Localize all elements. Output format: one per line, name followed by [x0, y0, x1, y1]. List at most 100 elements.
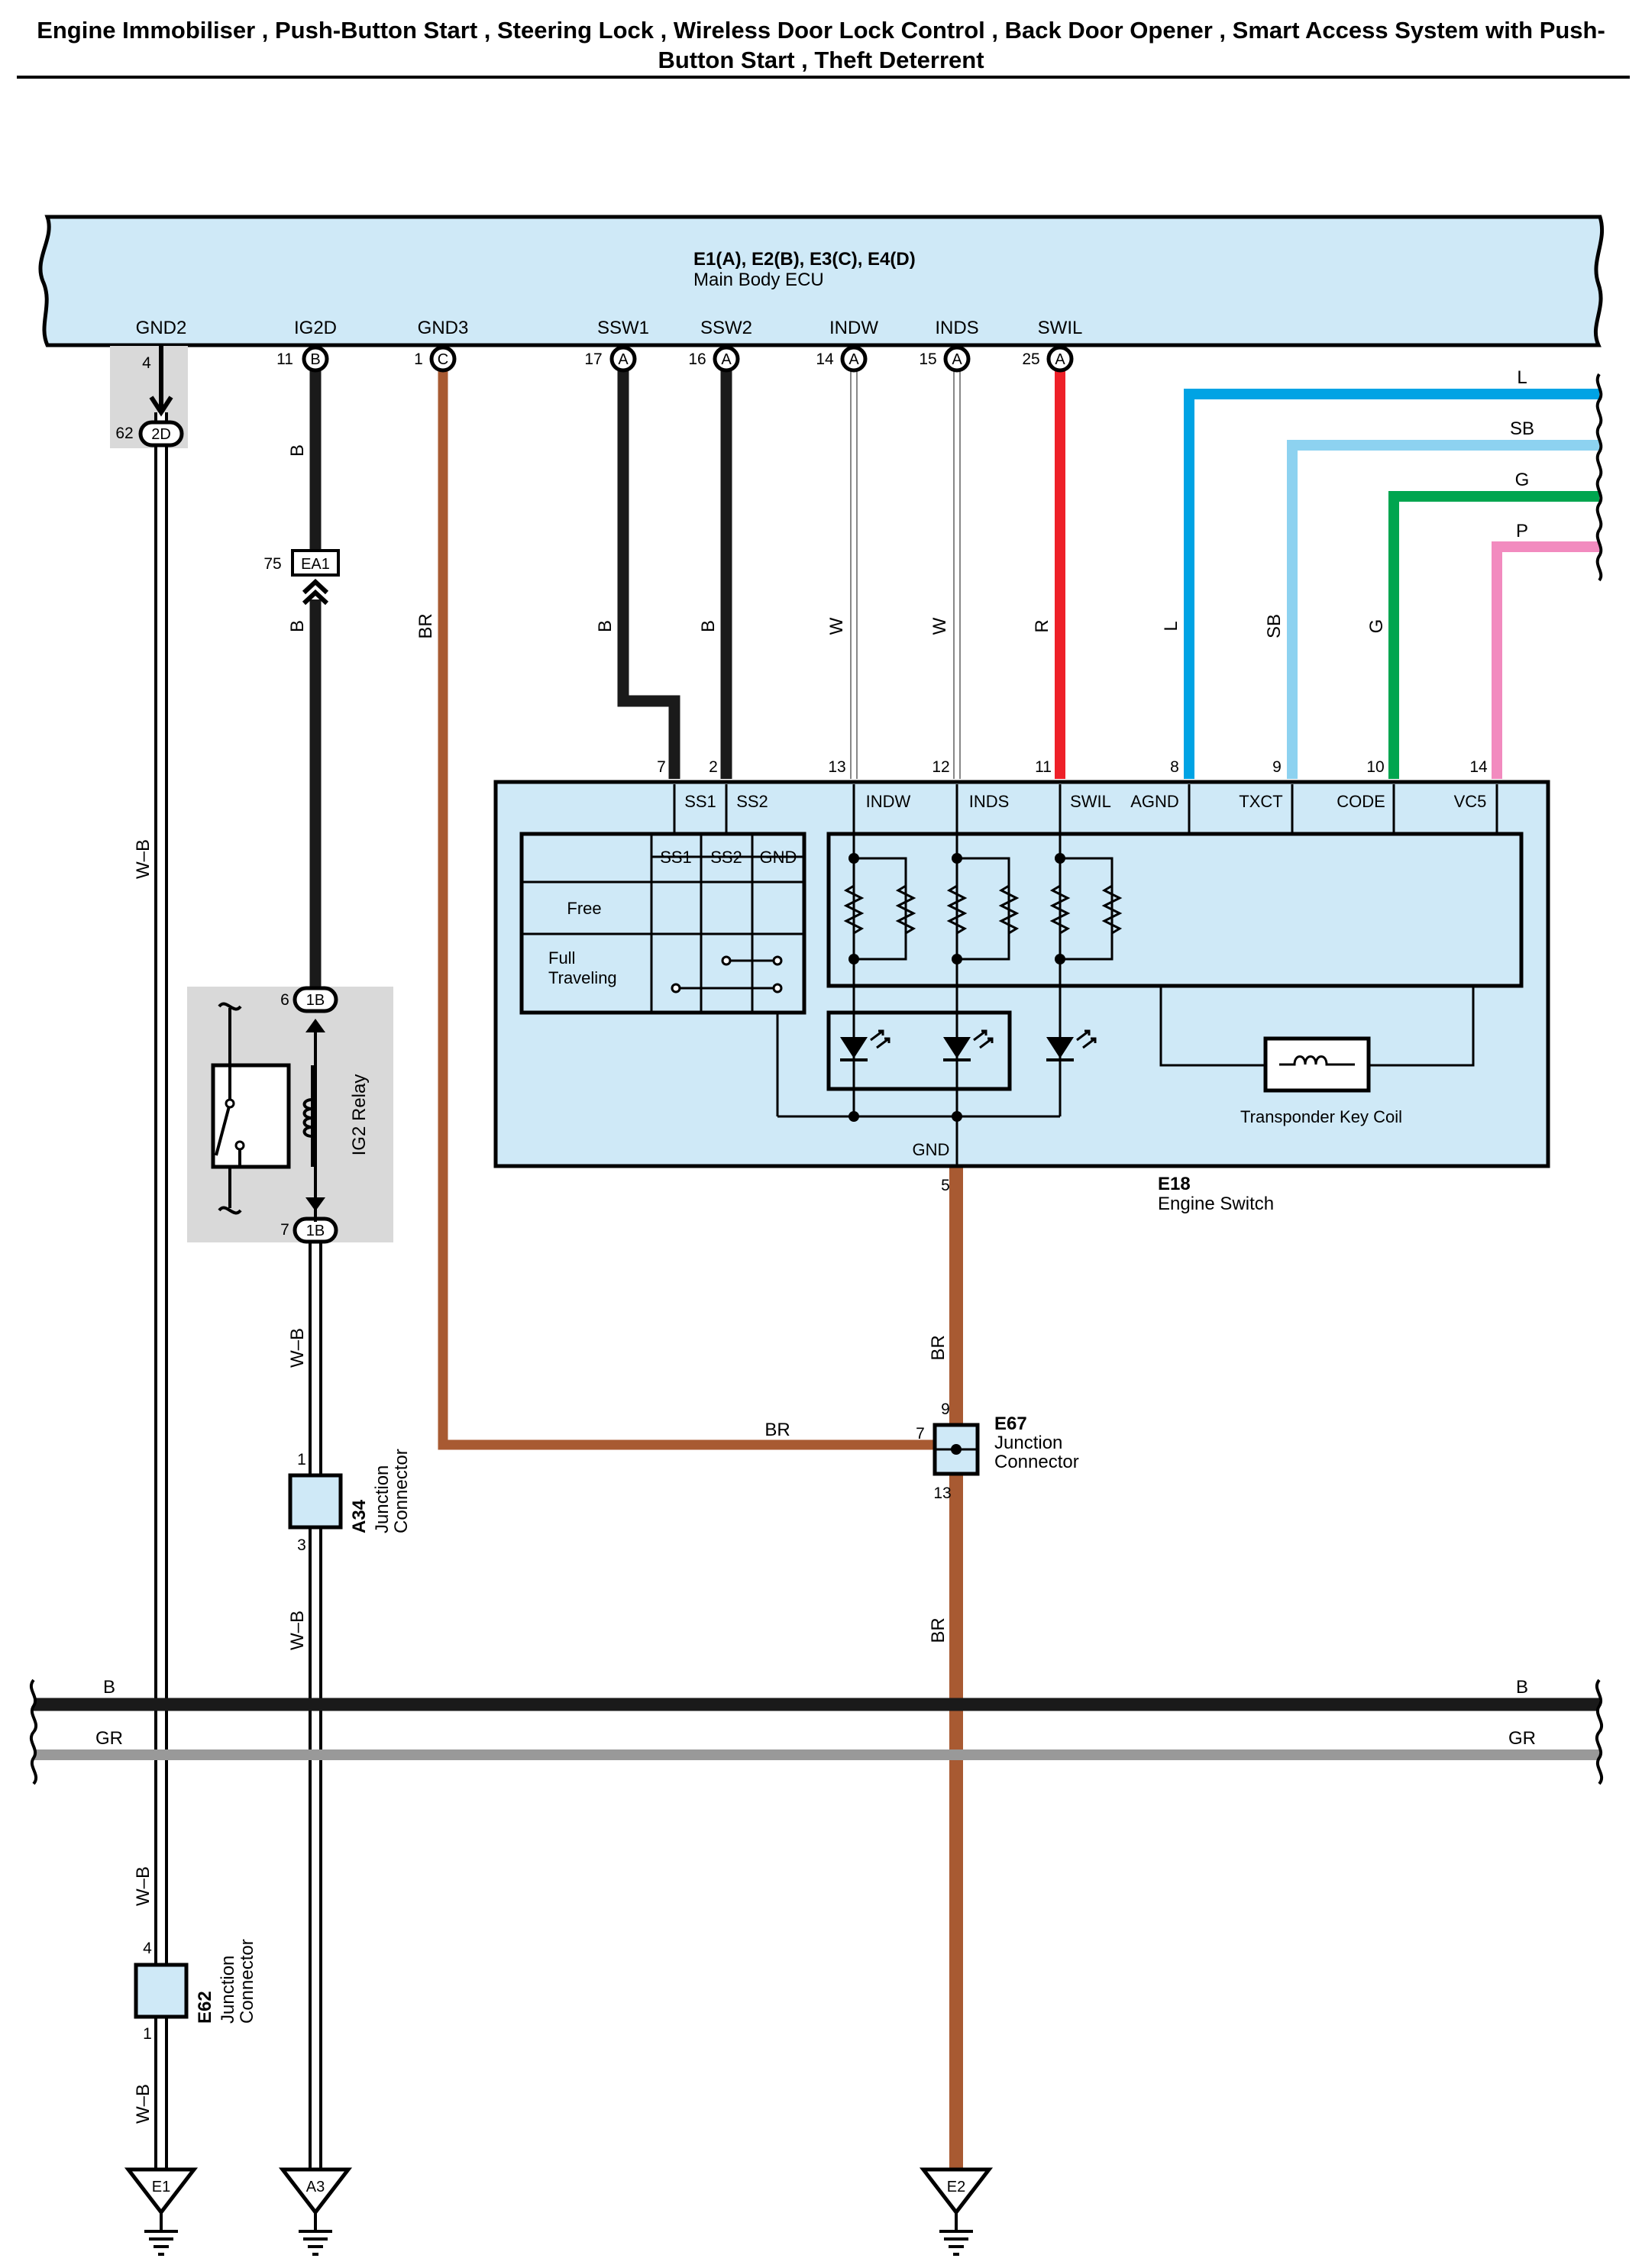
indicator-resistor-block — [826, 832, 1524, 988]
connector-relay-out-pin: 7 — [280, 1221, 289, 1239]
conn-ig2d — [302, 345, 329, 373]
ground-e1-icon — [124, 2167, 199, 2216]
connector-2d-code: 2D — [151, 426, 171, 443]
ecu-terminal-label-inds: INDS — [935, 318, 978, 338]
e18-pin-agnd: 8 — [1170, 758, 1179, 776]
e18-label-swil: SWIL — [1070, 792, 1111, 811]
label-a34-out: W–B — [287, 1611, 308, 1650]
e67-pin-7: 7 — [916, 1425, 925, 1443]
ecu-name-label: Main Body ECU — [693, 270, 824, 290]
conn-indw-letter: A — [848, 351, 859, 368]
wire-labels: B B BR B B W W R L SB G W–B W–B W–B W–B … — [133, 367, 1534, 2124]
e18-pin-vc5: 14 — [1469, 758, 1488, 776]
conn-ig2d-letter: B — [310, 351, 320, 368]
e18-name: Engine Switch — [1158, 1194, 1274, 1214]
ecu-terminal-label-indw: INDW — [829, 318, 878, 338]
e18-internal-ground — [777, 1115, 1060, 1166]
e18-pin-code: 10 — [1366, 758, 1384, 776]
label-swil: R — [1032, 619, 1052, 632]
ground-a3-label: A3 — [306, 2179, 325, 2195]
label-e62-in: W–B — [133, 1866, 154, 1906]
connector-relay-in: 6 1B — [280, 986, 338, 1013]
wire-gnd3 — [438, 370, 956, 1450]
ecu-box — [38, 215, 1605, 347]
label-e67-out: BR — [928, 1617, 949, 1643]
table-row-free: Free — [567, 899, 601, 918]
ground-e1: E1 — [124, 2167, 199, 2256]
relay-arrow-down-icon — [305, 1197, 325, 1211]
label-gnd2: W–B — [133, 839, 154, 879]
pin-gnd2: 4 — [142, 354, 151, 372]
bus-black-label-right: B — [1516, 1677, 1528, 1698]
engine-switch-e18: 7 2 13 12 11 8 9 10 14 SS1 SS2 INDW INDS… — [493, 758, 1550, 1214]
transponder-coil-label: Transponder Key Coil — [1240, 1107, 1402, 1126]
gnd2-arrow — [149, 396, 173, 417]
connector-2d-pin: 62 — [115, 425, 133, 442]
e67-pin-13: 13 — [933, 1485, 951, 1502]
ecu-terminal-label-gnd2: GND2 — [136, 318, 187, 338]
a34-code: A34 — [349, 1499, 370, 1533]
label-ssw1: B — [595, 620, 616, 632]
e18-gnd-pin: 5 — [941, 1177, 950, 1194]
bus-gray-label-left: GR — [95, 1728, 123, 1749]
label-ig2d-lower: B — [287, 620, 308, 632]
e62-name: JunctionConnector — [218, 1939, 257, 2024]
relay-arrow-up-icon — [305, 1019, 325, 1032]
table-header-ss2: SS2 — [710, 848, 742, 867]
conn-inds — [943, 345, 971, 373]
connector-relay-out: 7 1B — [280, 1216, 338, 1244]
pin-indw: 14 — [816, 351, 834, 368]
ecu-terminal-label-swil: SWIL — [1038, 318, 1083, 338]
bus-breaks — [29, 1678, 1604, 1785]
ground-e2: E2 — [919, 2167, 994, 2256]
title-rule — [17, 76, 1630, 79]
a34-name: JunctionConnector — [372, 1449, 412, 1533]
e18-pin-indw: 13 — [828, 758, 845, 776]
pin-ssw2: 16 — [688, 351, 706, 368]
e62-pin-1: 1 — [143, 2025, 152, 2043]
e18-pin-txct: 9 — [1272, 758, 1282, 776]
wire-agnd-l — [1184, 389, 1599, 779]
junction-a34: 1 3 A34 JunctionConnector — [288, 1449, 412, 1554]
label-agnd: L — [1161, 621, 1181, 631]
conn-gnd3 — [429, 345, 457, 373]
e18-label-agnd: AGND — [1130, 792, 1179, 811]
main-body-ecu: E1(A), E2(B), E3(C), E4(D) Main Body ECU… — [38, 215, 1605, 347]
e18-gnd-label: GND — [913, 1140, 950, 1159]
conn-swil — [1046, 345, 1074, 373]
label-indw: W — [826, 617, 847, 635]
pin-ig2d: 11 — [276, 351, 293, 368]
label-ssw2: B — [698, 620, 719, 632]
e18-label-indw: INDW — [866, 792, 911, 811]
e62-code: E62 — [195, 1991, 215, 2024]
a34-pin-3: 3 — [297, 1536, 306, 1554]
pin-ssw1: 17 — [584, 351, 602, 368]
e18-label-inds: INDS — [969, 792, 1010, 811]
e18-box — [493, 780, 1550, 1168]
led-icons — [840, 1029, 1097, 1061]
label-right-sb: SB — [1510, 418, 1534, 439]
e18-pin-inds: 12 — [932, 758, 949, 776]
ecu-terminal-label-gnd3: GND3 — [418, 318, 469, 338]
ea1-chevron-icon — [302, 578, 329, 606]
label-txct: SB — [1264, 614, 1285, 638]
label-gnd3-horizontal: BR — [764, 1420, 790, 1440]
table-header-gnd: GND — [760, 848, 797, 867]
connector-ea1-pin: 75 — [263, 555, 281, 573]
connector-ea1-code: EA1 — [301, 556, 330, 573]
table-header-ss1: SS1 — [660, 848, 692, 867]
wire-ssw1 — [617, 370, 680, 779]
label-relay-out: W–B — [287, 1328, 308, 1368]
ground-e2-label: E2 — [947, 2179, 965, 2195]
connector-relay-in-pin: 6 — [280, 991, 289, 1009]
ecu-terminals: 4 11 B 1 C 17 A 16 A 14 A 15 A 25 A — [142, 345, 1074, 417]
label-right-g: G — [1515, 470, 1530, 490]
conn-swil-letter: A — [1055, 351, 1065, 368]
wire-txct-sb — [1287, 440, 1599, 779]
conn-gnd3-letter: C — [438, 351, 448, 368]
label-inds: W — [929, 617, 950, 635]
e62-pin-4: 4 — [143, 1940, 152, 1957]
